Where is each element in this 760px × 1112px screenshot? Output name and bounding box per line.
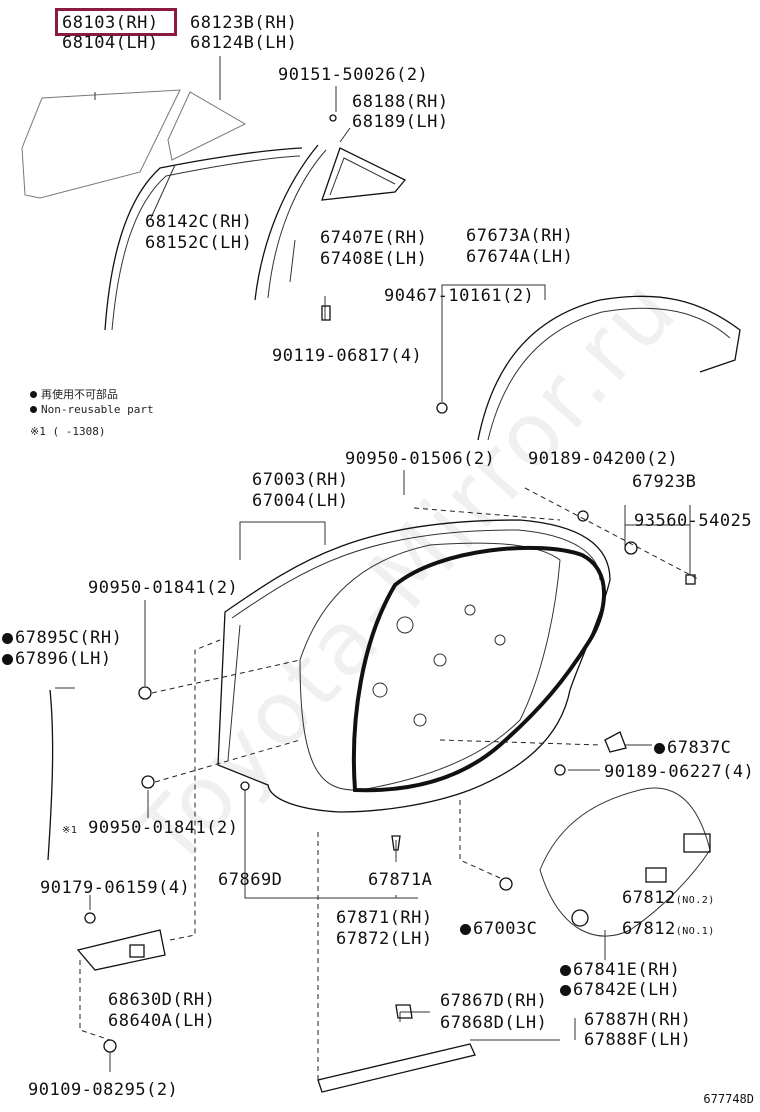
part-label-90950-01841[interactable]: 90950-01841(2)	[88, 578, 239, 598]
door-weatherstrip	[351, 545, 606, 793]
part-label-90189-04200[interactable]: 90189-04200(2)	[528, 449, 679, 469]
part-label-67004[interactable]: 67004(LH)	[252, 491, 349, 511]
part-label-67407e[interactable]: 67407E(RH)	[320, 228, 428, 248]
bullet-icon	[30, 391, 37, 398]
plug-90950	[138, 686, 152, 700]
door-inner-panel	[299, 542, 561, 791]
part-label-67869d[interactable]: 67869D	[218, 870, 283, 890]
legend-nonreusable-jp: 再使用不可部品	[30, 386, 118, 402]
part-label-67003[interactable]: 67003(RH)	[252, 470, 349, 490]
clip-67869	[240, 781, 250, 791]
part-label-67003c[interactable]: 67003C	[460, 919, 537, 939]
part-label-68630d[interactable]: 68630D(RH)	[108, 990, 216, 1010]
screw-90151	[329, 114, 337, 122]
part-label-67895c[interactable]: 67895C(RH)	[2, 628, 122, 648]
nonreusable-dot-icon	[560, 965, 571, 976]
part-label-67673a[interactable]: 67673A(RH)	[466, 226, 574, 246]
part-label-93560[interactable]: 93560-54025	[634, 511, 753, 531]
part-label-67841e[interactable]: 67841E(RH)	[560, 960, 680, 980]
bolt-90119	[321, 305, 331, 321]
plug-90950-lower	[141, 775, 155, 789]
glass-run	[104, 147, 303, 331]
part-label-68103[interactable]: 68103(RH)	[62, 13, 159, 33]
door-shell	[217, 519, 611, 813]
legend-nonreusable-en: Non-reusable part	[30, 403, 154, 416]
quarter-window-frame	[321, 147, 407, 201]
part-label-68640a[interactable]: 68640A(LH)	[108, 1011, 216, 1031]
part-label-68104[interactable]: 68104(LH)	[62, 33, 159, 53]
part-label-68188[interactable]: 68188(RH)	[352, 92, 449, 112]
part-label-90189-06227[interactable]: 90189-06227(4)	[604, 762, 755, 782]
cushion-67923	[624, 541, 638, 555]
part-label-90467[interactable]: 90467-10161(2)	[384, 286, 535, 306]
belt-molding	[477, 295, 741, 441]
pad-67812	[683, 833, 711, 853]
nonreusable-dot-icon	[560, 985, 571, 996]
part-label-68123b[interactable]: 68123B(RH)	[190, 13, 298, 33]
part-label-67923b[interactable]: 67923B	[632, 472, 697, 492]
clip-90467	[436, 402, 448, 414]
part-label-90151[interactable]: 90151-50026(2)	[278, 65, 429, 85]
bullet-icon	[30, 406, 37, 413]
part-label-90109[interactable]: 90109-08295(2)	[28, 1080, 179, 1100]
clip-67867	[395, 1004, 413, 1019]
part-label-67871[interactable]: 67871(RH)	[336, 908, 433, 928]
door-check	[76, 929, 166, 971]
part-label-90119[interactable]: 90119-06817(4)	[272, 346, 423, 366]
part-label-90179[interactable]: 90179-06159(4)	[40, 878, 191, 898]
selected-part-highlight	[55, 8, 177, 36]
legend-note: ※1 ( -1308)	[30, 425, 106, 438]
division-bar	[254, 144, 319, 301]
diagram-id: 677748D	[703, 1092, 754, 1106]
nonreusable-dot-icon	[2, 654, 13, 665]
part-label-67871a[interactable]: 67871A	[368, 870, 433, 890]
clip-67871a	[391, 835, 401, 851]
clip-90189-06227	[554, 764, 566, 776]
quarter-glass	[167, 91, 247, 161]
part-label-67896[interactable]: 67896(LH)	[2, 649, 112, 669]
hole-plug-67003c	[499, 877, 513, 891]
part-label-67872[interactable]: 67872(LH)	[336, 929, 433, 949]
door-glass	[21, 89, 181, 199]
part-label-67842e[interactable]: 67842E(LH)	[560, 980, 680, 1000]
nonreusable-dot-icon	[654, 743, 665, 754]
part-label-67812-no1[interactable]: 67812(NO.1)	[622, 919, 715, 939]
door-opening-seal	[47, 689, 54, 861]
screw-93560	[685, 574, 696, 585]
part-label-67867d[interactable]: 67867D(RH)	[440, 991, 548, 1011]
nonreusable-dot-icon	[2, 633, 13, 644]
bolt-90109	[103, 1039, 117, 1053]
part-label-67888f[interactable]: 67888F(LH)	[584, 1030, 692, 1050]
part-label-90950-01506[interactable]: 90950-01506(2)	[345, 449, 496, 469]
part-label-90950-01841-note1[interactable]: ※1 90950-01841(2)	[62, 818, 239, 838]
part-label-68189[interactable]: 68189(LH)	[352, 112, 449, 132]
nonreusable-dot-icon	[460, 924, 471, 935]
rocker-molding	[317, 1043, 476, 1093]
part-label-67408e[interactable]: 67408E(LH)	[320, 249, 428, 269]
part-label-68124b[interactable]: 68124B(LH)	[190, 33, 298, 53]
part-label-68152c[interactable]: 68152C(LH)	[145, 233, 253, 253]
service-hole-cover	[539, 787, 711, 937]
clip-90189-04200	[577, 510, 589, 522]
clip-67837	[604, 731, 627, 753]
part-label-67837c[interactable]: 67837C	[654, 738, 731, 758]
part-label-67674a[interactable]: 67674A(LH)	[466, 247, 574, 267]
part-label-68142c[interactable]: 68142C(RH)	[145, 212, 253, 232]
bolt-90179	[84, 912, 96, 924]
part-label-67887h[interactable]: 67887H(RH)	[584, 1010, 692, 1030]
part-label-67812-no2[interactable]: 67812(NO.2)	[622, 888, 715, 908]
part-label-67868d[interactable]: 67868D(LH)	[440, 1013, 548, 1033]
